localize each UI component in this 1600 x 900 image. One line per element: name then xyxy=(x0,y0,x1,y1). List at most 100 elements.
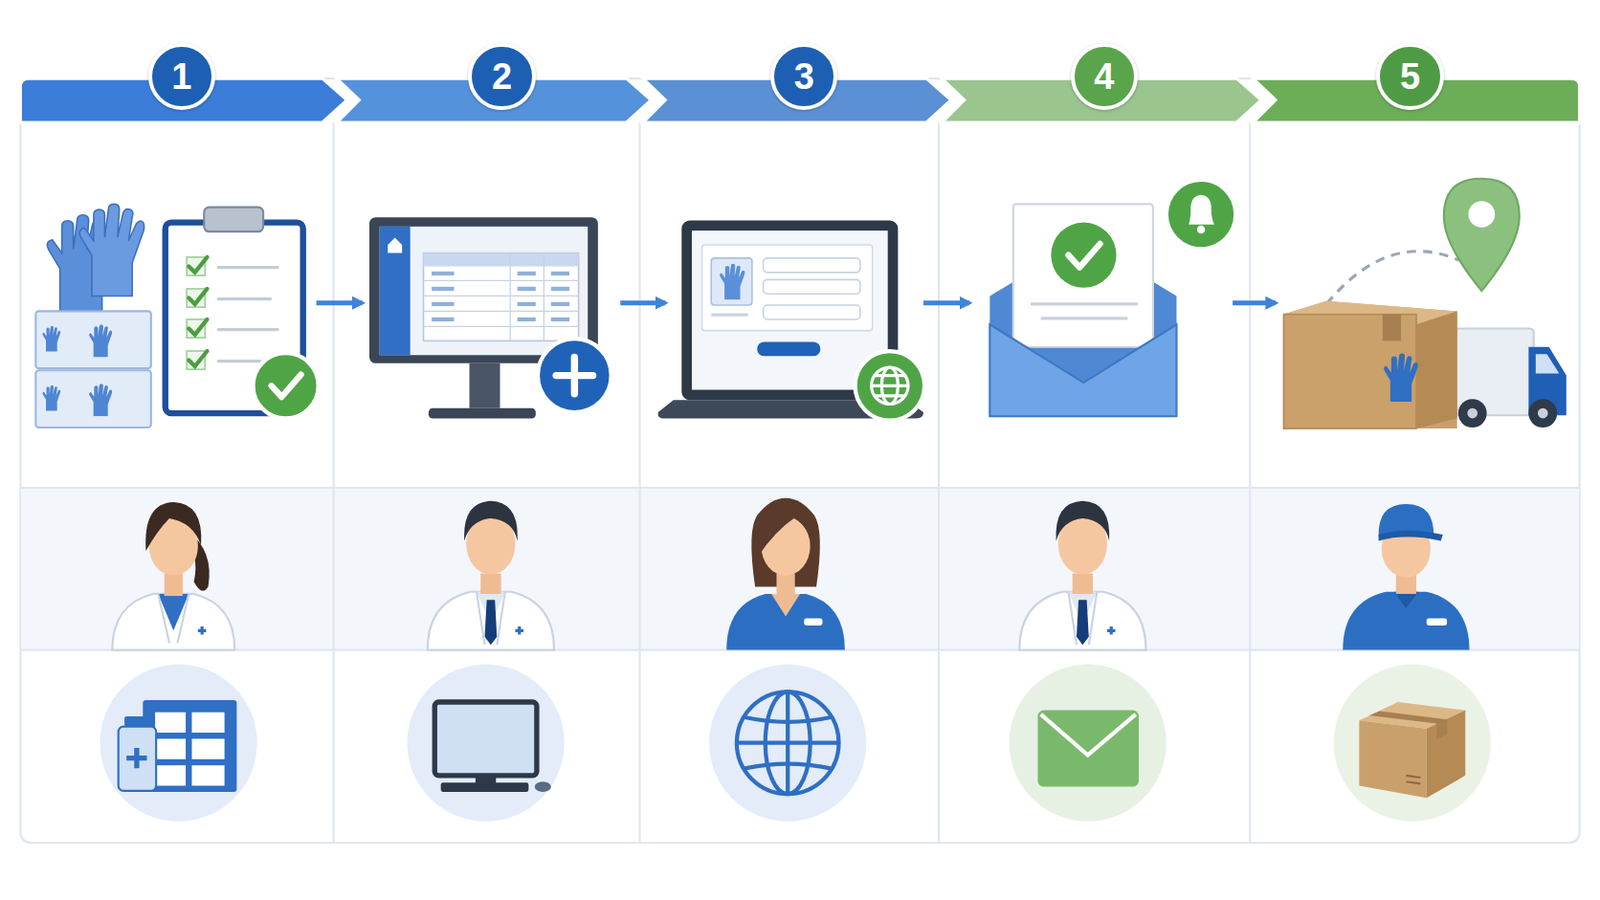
plus-icon xyxy=(555,356,593,394)
envelope-front xyxy=(989,324,1177,417)
globe-icon xyxy=(736,691,840,795)
home-icon xyxy=(387,238,402,254)
monitor-base xyxy=(428,408,536,420)
step-number: 2 xyxy=(491,58,512,95)
drawer xyxy=(155,738,186,759)
wheel-hub xyxy=(1537,408,1549,420)
neckline xyxy=(771,594,800,617)
globe-equator xyxy=(736,741,840,746)
grid-line xyxy=(20,487,1579,489)
neck xyxy=(164,574,183,597)
check-badge xyxy=(1050,222,1116,289)
card-frame xyxy=(20,78,1579,844)
step-badge: 5 xyxy=(1376,43,1444,111)
delivery xyxy=(1283,178,1566,429)
web-icon xyxy=(709,665,867,823)
coat-lapel xyxy=(157,594,189,644)
drawer xyxy=(191,738,224,759)
glove-icon xyxy=(1383,353,1419,402)
box-label xyxy=(1405,776,1421,785)
checkmark xyxy=(188,319,207,335)
monitor-screen xyxy=(379,226,589,356)
route-line xyxy=(1326,251,1460,305)
cross-icon xyxy=(514,626,524,636)
letter-line xyxy=(1030,302,1138,306)
envelope xyxy=(1037,711,1139,788)
name-badge xyxy=(1426,619,1447,626)
flow-arrow xyxy=(316,300,363,306)
table-cell xyxy=(431,271,454,276)
table-line xyxy=(510,253,512,342)
parcel-tape xyxy=(1382,314,1401,342)
table-cell xyxy=(517,271,536,276)
truck-wheel xyxy=(1528,399,1557,428)
grid-lines xyxy=(20,122,1579,844)
neck xyxy=(480,574,501,595)
doctor-avatar xyxy=(1019,501,1146,651)
hair xyxy=(1056,501,1111,542)
storage-icon xyxy=(100,665,258,823)
lab-coat xyxy=(1019,592,1146,651)
coat-lapel xyxy=(476,592,506,645)
truck-wheel xyxy=(1458,399,1488,428)
keyboard xyxy=(441,782,530,793)
data-table xyxy=(423,253,579,342)
monitor xyxy=(434,702,537,777)
flow-arrow xyxy=(1232,300,1276,306)
parcel-side xyxy=(1416,311,1458,429)
scrubs xyxy=(726,594,845,651)
parcel-icon xyxy=(1333,665,1491,823)
step-panel: 5 xyxy=(1275,153,1570,454)
computer-icon xyxy=(406,665,564,823)
drawer xyxy=(191,765,224,786)
cap-brim xyxy=(1378,531,1444,542)
table-cell xyxy=(551,302,570,307)
mail-icon xyxy=(1009,665,1167,823)
bell-icon xyxy=(1188,195,1215,225)
icon-circle xyxy=(1009,665,1167,823)
step-panel: 1 xyxy=(30,153,317,454)
globe-outline xyxy=(871,367,909,404)
check-badge xyxy=(252,353,318,419)
table-cell xyxy=(551,287,570,291)
grid-line xyxy=(937,122,940,844)
check-icon xyxy=(271,375,302,398)
location-pin xyxy=(1444,178,1520,291)
hair xyxy=(757,504,814,556)
pin-hole xyxy=(1467,200,1495,228)
table-cell xyxy=(517,302,536,307)
table-header xyxy=(423,253,579,267)
icon-circle xyxy=(100,665,258,823)
neck xyxy=(1072,574,1093,595)
coat-lapel xyxy=(1067,592,1097,645)
table-cells xyxy=(431,271,570,322)
bell-clapper xyxy=(1197,225,1206,235)
web-badge xyxy=(855,351,926,422)
wheel-hub xyxy=(1466,408,1478,420)
laptop-form xyxy=(658,220,925,421)
table-cell xyxy=(517,317,536,322)
step-panel: 3 xyxy=(665,153,924,454)
cross-icon xyxy=(1107,626,1116,636)
list-line xyxy=(218,328,278,332)
lab-coat xyxy=(427,592,555,651)
list-line xyxy=(218,266,278,269)
letter xyxy=(1013,203,1154,347)
submit-button xyxy=(756,341,821,356)
step-badge: 2 xyxy=(467,43,535,111)
gloves-checklist xyxy=(35,203,318,428)
checkmark xyxy=(188,288,207,305)
table-cell xyxy=(431,317,454,322)
monitor-stand xyxy=(469,363,501,409)
step-panel: 2 xyxy=(362,153,622,454)
check-icon xyxy=(1067,244,1100,268)
tie xyxy=(1076,600,1089,645)
lab-coat xyxy=(111,594,235,651)
letter-line xyxy=(1041,316,1129,320)
neck xyxy=(776,574,795,597)
cabinet-drawers xyxy=(155,712,225,787)
parcel-box xyxy=(1283,301,1457,429)
step-number: 1 xyxy=(171,58,192,95)
